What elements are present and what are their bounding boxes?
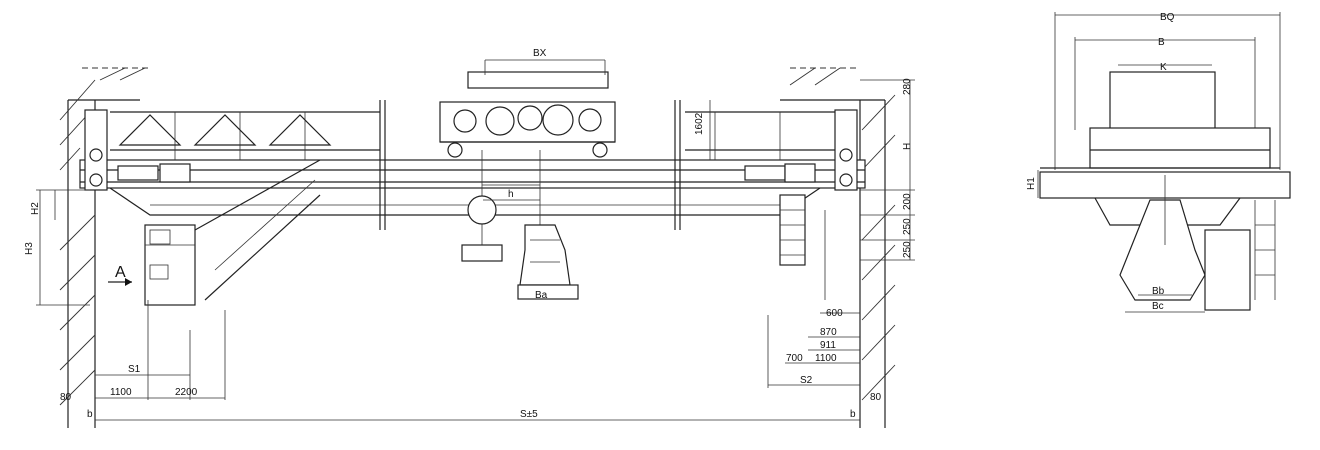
dim-b-right: b <box>850 409 856 420</box>
dim-b-left: b <box>87 409 93 420</box>
right-wall <box>780 67 896 428</box>
dimensions <box>36 79 915 421</box>
dim-280: 280 <box>902 78 913 95</box>
bridge-girder <box>79 100 866 230</box>
dim-250b: 250 <box>902 241 913 258</box>
dim-1100-right: 1100 <box>815 353 837 364</box>
dim-span: S±5 <box>520 409 538 420</box>
dim-80-left: 80 <box>60 392 72 403</box>
view-a-label: A <box>115 264 126 281</box>
hook-block <box>461 150 540 262</box>
dim-80-right: 80 <box>870 392 882 403</box>
dim-2200: 2200 <box>175 387 198 398</box>
trolley <box>439 59 616 158</box>
dim-200: 200 <box>902 193 913 210</box>
operator-cab <box>144 159 321 306</box>
dim-870: 870 <box>820 327 837 338</box>
dim-911: 911 <box>820 340 836 351</box>
dim-250a: 250 <box>902 218 913 235</box>
right-ladder <box>779 194 826 300</box>
dim-h-big: H <box>902 143 913 150</box>
dim-bb: Bb <box>1152 286 1165 297</box>
dim-1100-left: 1100 <box>110 387 132 398</box>
dim-h-small: h <box>508 189 514 200</box>
dim-600: 600 <box>826 308 843 319</box>
dim-bx: BX <box>533 48 547 59</box>
dim-h3: H3 <box>24 242 35 255</box>
dim-ba: Ba <box>535 290 548 301</box>
right-wall-hatch <box>789 67 896 401</box>
dim-b-side: B <box>1158 37 1165 48</box>
dim-k: K <box>1160 62 1167 73</box>
dim-s2: S2 <box>800 375 813 386</box>
dim-bc: Bc <box>1152 301 1164 312</box>
dim-h1: H1 <box>1026 177 1037 190</box>
drive-units <box>117 114 816 183</box>
dim-h2: H2 <box>30 202 41 215</box>
dim-s1: S1 <box>128 364 141 375</box>
dim-1602: 1602 <box>694 112 705 135</box>
dim-700: 700 <box>786 353 803 364</box>
left-wall <box>59 67 150 428</box>
dim-bq: BQ <box>1160 12 1175 23</box>
grab-bucket <box>517 150 579 300</box>
side-view <box>1037 12 1291 313</box>
